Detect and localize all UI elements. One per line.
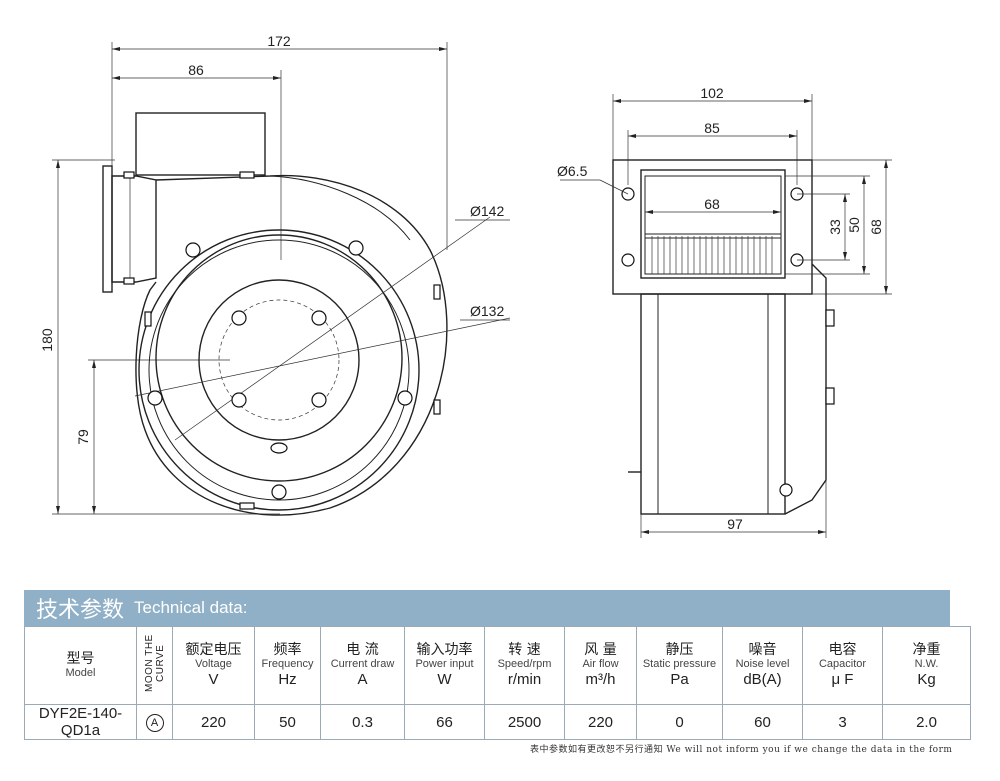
dim-side-width: 102 <box>700 85 724 101</box>
cell-power: 66 <box>404 704 485 740</box>
technical-data-banner: 技术参数 Technical data: <box>24 590 950 626</box>
dim-outlet-height: 50 <box>846 217 862 233</box>
dim-housing-width: 86 <box>188 62 204 78</box>
curve-a-icon: A <box>145 713 164 732</box>
dim-body-width: 97 <box>727 516 743 532</box>
dim-outlet-width: 68 <box>704 196 720 212</box>
table-title-en: Technical data: <box>134 598 248 617</box>
cell-pressure: 0 <box>636 704 723 740</box>
table-row: DYF2E-140-QD1a A 220 50 0.3 66 2500 220 … <box>24 704 971 740</box>
dim-hole-diameter: Ø6.5 <box>557 163 588 179</box>
side-view: 102 85 68 <box>557 85 892 538</box>
cell-weight: 2.0 <box>882 704 971 740</box>
front-view: 172 86 180 79 <box>39 33 511 516</box>
dim-flange-height: 68 <box>868 219 884 235</box>
cell-noise: 60 <box>722 704 803 740</box>
dim-height: 180 <box>39 328 55 352</box>
footnote: 表中参数如有更改恕不另行通知 We will not inform you if… <box>530 745 953 755</box>
dim-overall-width: 172 <box>267 33 291 49</box>
dim-axis-height: 79 <box>75 429 91 445</box>
cell-airflow: 220 <box>564 704 637 740</box>
table-title-cn: 技术参数 <box>36 598 125 623</box>
dim-outer-diameter: Ø142 <box>470 203 504 219</box>
cell-voltage: 220 <box>172 704 255 740</box>
cell-current: 0.3 <box>320 704 405 740</box>
dim-hole-spacing-v: 33 <box>827 219 843 235</box>
dim-hole-spacing-h: 85 <box>704 120 720 136</box>
cell-curve: A <box>136 704 173 740</box>
cell-capacitor: 3 <box>802 704 883 740</box>
dim-inner-diameter: Ø132 <box>470 303 504 319</box>
cell-model: DYF2E-140-QD1a <box>24 704 137 740</box>
cell-frequency: 50 <box>254 704 321 740</box>
technical-drawing: 172 86 180 79 <box>39 33 892 538</box>
cell-speed: 2500 <box>484 704 565 740</box>
col-curve: MOON THE CURVE <box>136 626 173 705</box>
